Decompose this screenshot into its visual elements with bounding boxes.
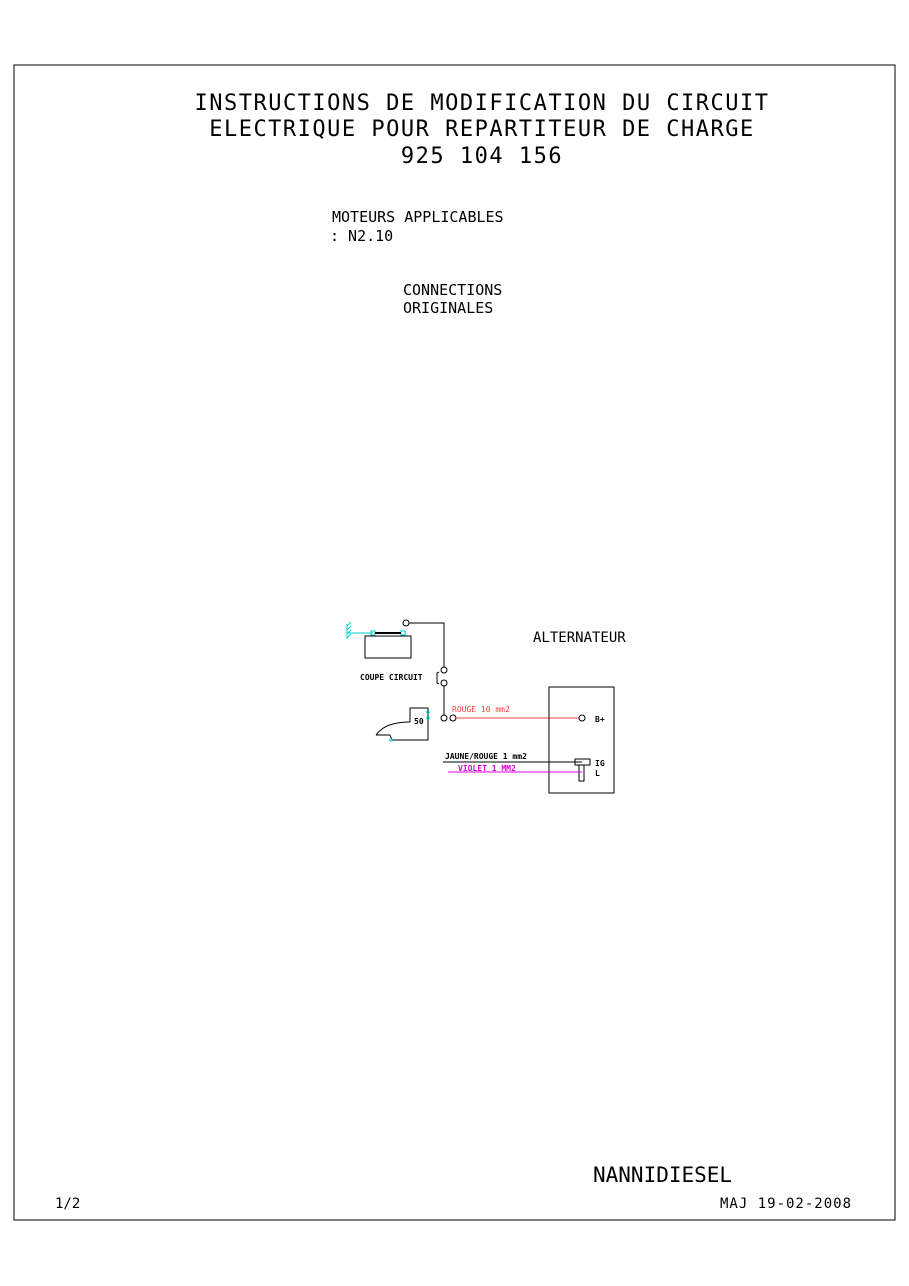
engines-label: MOTEURS APPLICABLES: [332, 208, 504, 226]
violet-wire-label: VIOLET 1 MM2: [458, 764, 516, 773]
title-line-3: 925 104 156: [401, 144, 563, 169]
starter-icon: [375, 707, 430, 742]
page-number: 1/2: [55, 1196, 80, 1212]
alternator-label: ALTERNATEUR: [533, 630, 626, 646]
title-line-1: INSTRUCTIONS DE MODIFICATION DU CIRCUIT: [194, 91, 769, 116]
yellow-red-wire-label: JAUNE/ROUGE 1 mm2: [445, 752, 527, 761]
section-line-2: ORIGINALES: [403, 299, 493, 317]
terminal-ig: IG: [595, 759, 605, 768]
page-frame: [13, 64, 896, 1221]
terminal-l: L: [595, 769, 600, 778]
red-wire-label: ROUGE 10 mm2: [452, 705, 510, 714]
wiring-diagram: [346, 619, 615, 794]
l-connector: [578, 764, 585, 782]
terminal-bplus: B+: [595, 715, 605, 724]
starter-terminal-label: 50: [414, 717, 424, 726]
alternator-box: [548, 686, 615, 794]
revision-date: MAJ 19-02-2008: [720, 1196, 852, 1212]
section-line-1: CONNECTIONS: [403, 281, 502, 299]
brand-name: NANNIDIESEL: [593, 1163, 732, 1187]
ground-icon: [346, 621, 406, 639]
switch-label: COUPE CIRCUIT: [360, 673, 423, 682]
title-line-2: ELECTRIQUE POUR REPARTITEUR DE CHARGE: [209, 117, 755, 142]
battery-icon: [364, 632, 412, 659]
engines-value: : N2.10: [330, 227, 393, 245]
switch-icon: [436, 666, 448, 687]
